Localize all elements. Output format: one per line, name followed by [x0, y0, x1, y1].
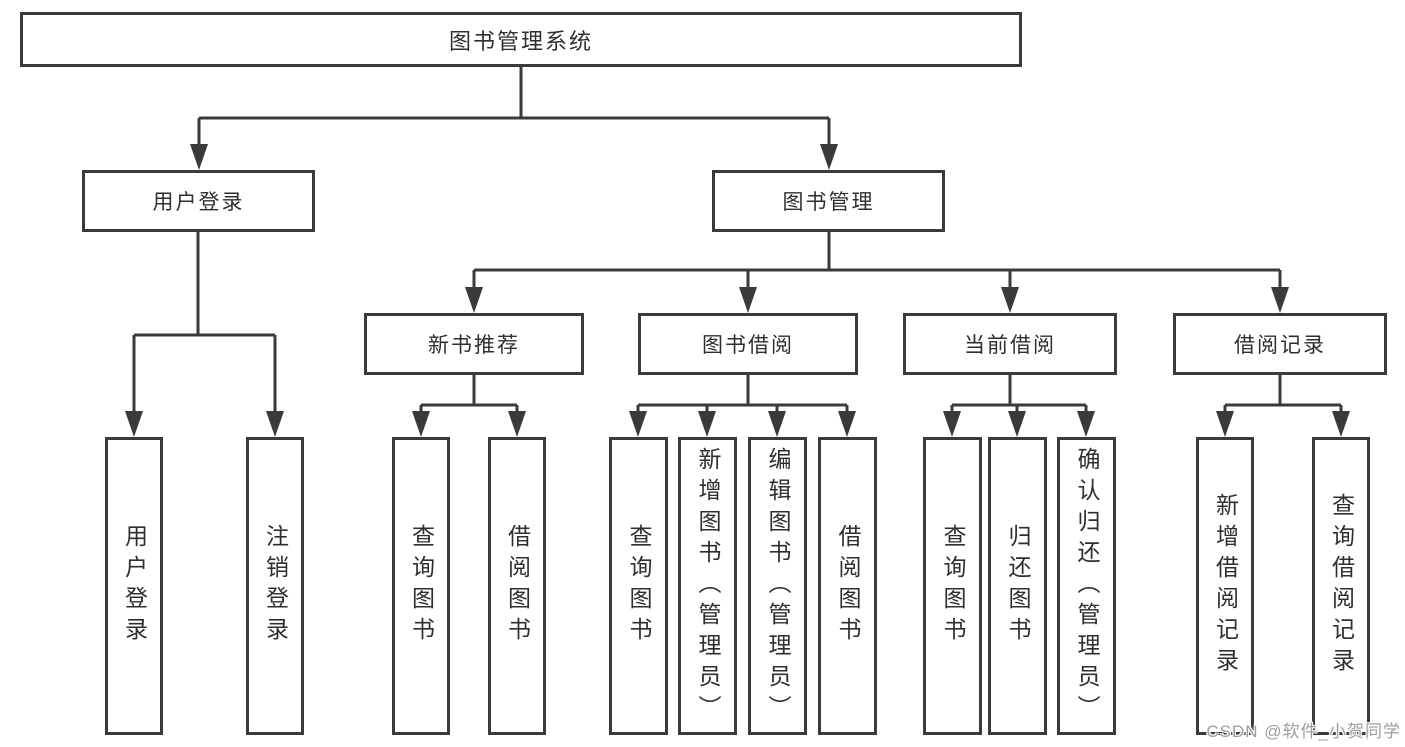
- node-login-logout: 注销登录: [246, 437, 304, 735]
- node-borrow-add: 新增图书（管理员）: [678, 437, 737, 735]
- node-current-borrow: 当前借阅: [903, 313, 1117, 375]
- node-root: 图书管理系统: [20, 12, 1022, 67]
- csdn-watermark: CSDN @软件_小贺同学: [1206, 722, 1401, 741]
- node-current-query: 查询图书: [923, 437, 982, 735]
- connectors-root-to-level2: [190, 64, 838, 170]
- node-record-query: 查询借阅记录: [1312, 437, 1370, 735]
- node-user-login: 用户登录: [82, 170, 315, 232]
- node-rec-query: 查询图书: [392, 437, 450, 735]
- node-borrow-record: 借阅记录: [1173, 313, 1387, 375]
- node-current-return: 归还图书: [988, 437, 1047, 735]
- connectors-borrow-record-children: [1216, 372, 1350, 437]
- node-new-rec: 新书推荐: [364, 313, 584, 375]
- connectors-user-login-children: [125, 230, 284, 437]
- node-book-mgmt: 图书管理: [712, 170, 945, 232]
- node-borrow-do: 借阅图书: [818, 437, 877, 735]
- node-login-user: 用户登录: [105, 437, 163, 735]
- connectors-book-borrow-children: [629, 372, 856, 437]
- connectors-new-rec-children: [412, 372, 526, 437]
- node-record-add: 新增借阅记录: [1196, 437, 1254, 735]
- node-borrow-query: 查询图书: [609, 437, 668, 735]
- node-rec-borrow: 借阅图书: [488, 437, 546, 735]
- connectors-current-borrow-children: [943, 372, 1095, 437]
- node-borrow-edit: 编辑图书（管理员）: [748, 437, 807, 735]
- node-current-confirm: 确认归还（管理员）: [1057, 437, 1116, 735]
- connectors-book-mgmt-children: [465, 230, 1289, 313]
- node-book-borrow: 图书借阅: [638, 313, 858, 375]
